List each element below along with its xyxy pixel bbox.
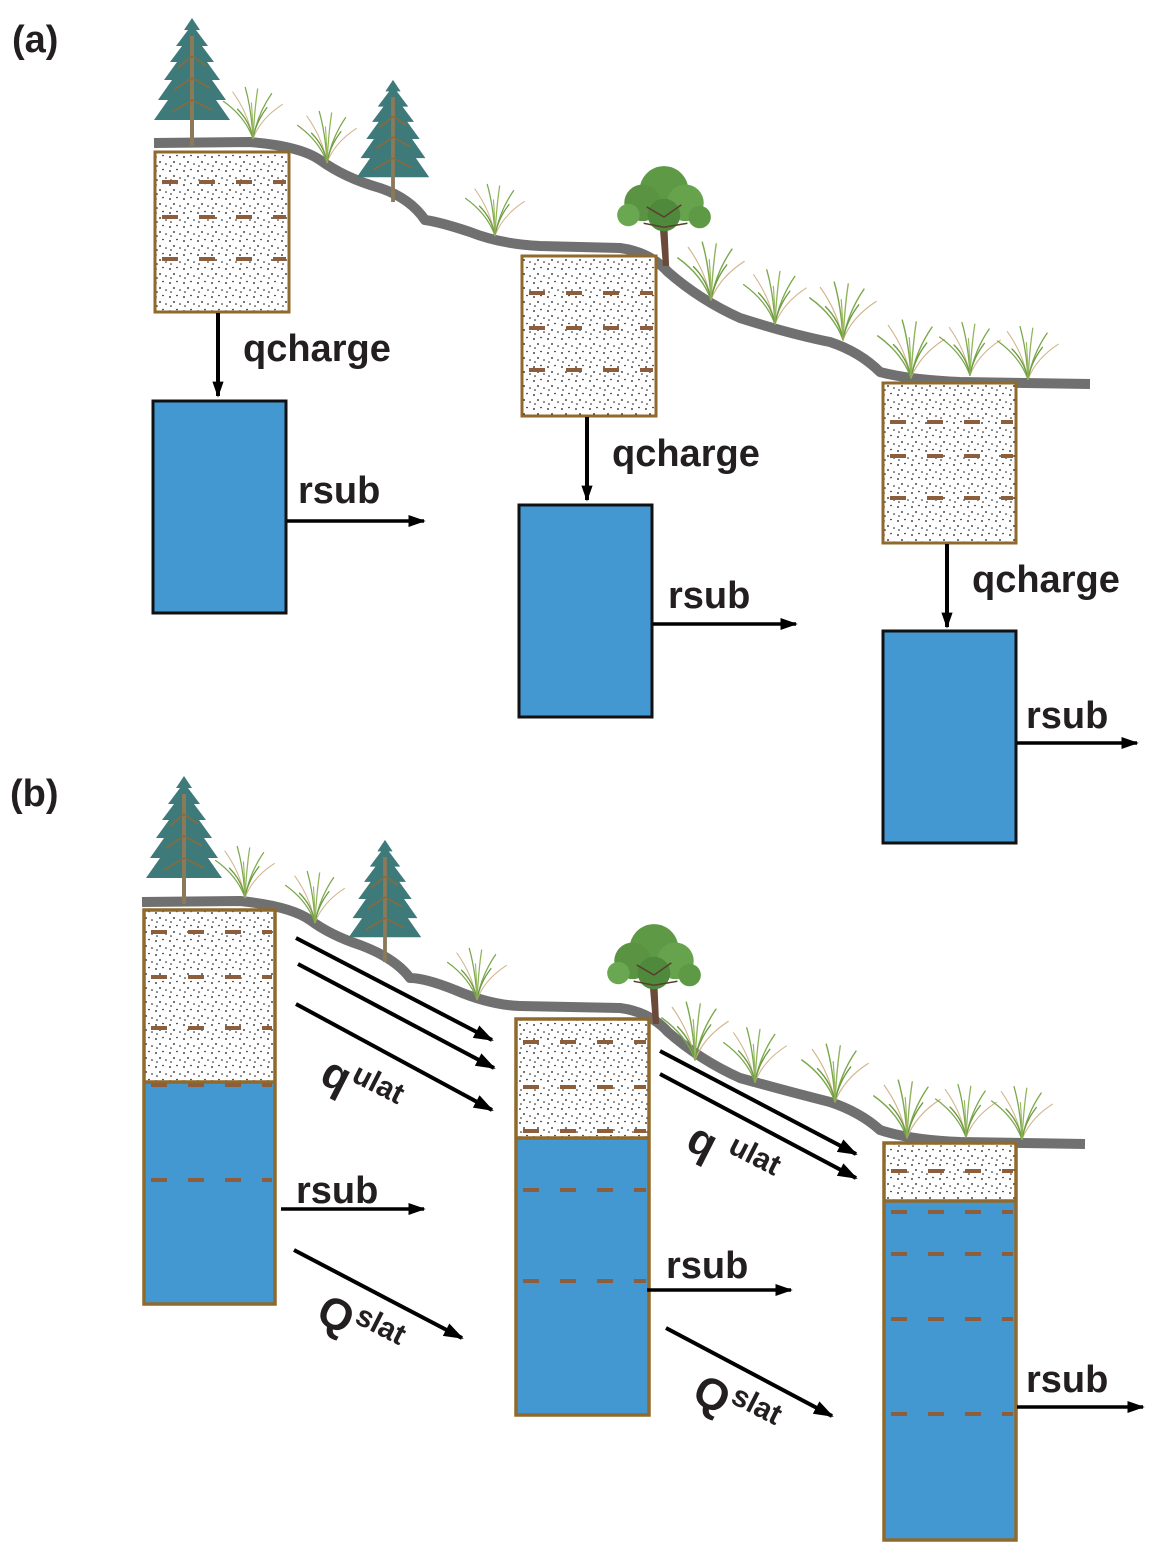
qulat-arrow (659, 1049, 858, 1156)
svg-text:Q: Q (309, 1285, 362, 1344)
grass-icon (214, 845, 276, 899)
qcharge-label: qcharge (243, 328, 391, 370)
qulat-arrow (297, 962, 496, 1070)
rsub-label: rsub (1026, 695, 1108, 737)
rsub-label: rsub (668, 575, 750, 617)
soil-column-upslope (142, 908, 277, 1306)
soil-column-downslope (882, 1141, 1018, 1542)
rsub-label: rsub (298, 470, 380, 512)
panel-a: (a) qcharge rsub (12, 17, 1139, 845)
soil-column-upslope (153, 150, 291, 314)
grass-icon (938, 321, 1002, 377)
grass-icon (990, 1085, 1054, 1141)
svg-text:Q: Q (685, 1365, 738, 1424)
conifer-tree-icon (153, 17, 231, 146)
qulat-label: q ulat (679, 1113, 786, 1182)
panel-a-label: (a) (12, 19, 58, 61)
grass-icon (222, 86, 284, 140)
qulat-arrow (295, 1002, 494, 1112)
qulat-arrow (659, 1072, 858, 1180)
svg-text:q: q (679, 1113, 725, 1169)
grass-icon (996, 325, 1060, 381)
rsub-label: rsub (296, 1170, 378, 1212)
qslat-label: Q slat (685, 1365, 787, 1432)
grass-icon (742, 269, 808, 325)
rsub-label: rsub (666, 1245, 748, 1287)
terrain-surface (153, 137, 1091, 389)
panel-b: (b) (10, 773, 1145, 1542)
qslat-arrow (293, 1248, 464, 1340)
groundwater-aquifer-downslope (881, 629, 1018, 845)
grass-icon (809, 281, 877, 341)
soil-column-midslope (520, 254, 658, 418)
grass-icon (464, 183, 526, 237)
panel-b-label: (b) (10, 773, 59, 815)
qcharge-label: qcharge (972, 559, 1120, 601)
qslat-arrow (665, 1326, 834, 1418)
qcharge-label: qcharge (612, 433, 760, 475)
soil-column-downslope (881, 381, 1018, 545)
terrain-surface (141, 896, 1086, 1149)
groundwater-aquifer-midslope (517, 503, 654, 719)
rsub-label: rsub (1026, 1359, 1108, 1401)
grass-icon (934, 1083, 998, 1139)
qslat-label: Q slat (309, 1285, 411, 1352)
qulat-arrow (295, 936, 494, 1042)
soil-column-midslope (514, 1017, 651, 1417)
conifer-tree-icon (145, 775, 223, 904)
groundwater-aquifer-upslope (151, 399, 288, 615)
